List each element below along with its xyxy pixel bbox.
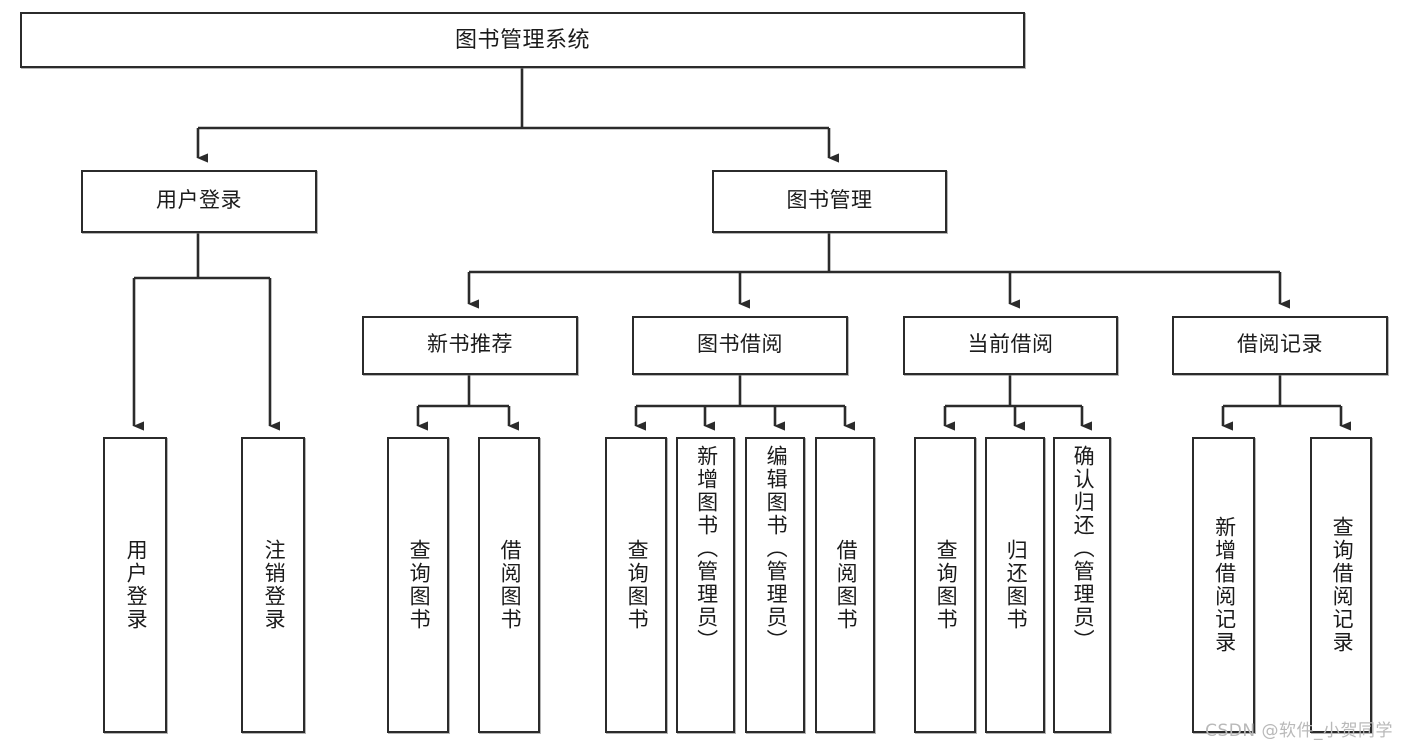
node-label: 新增图书（管理员） — [694, 445, 718, 652]
leaf-borrow-add-book-admin[interactable]: 新增图书（管理员） — [676, 437, 735, 733]
leaf-user-logout[interactable]: 注销登录 — [241, 437, 305, 733]
leaf-current-confirm-return-admin[interactable]: 确认归还（管理员） — [1053, 437, 1111, 733]
watermark-text: CSDN @软件_小贺同学 — [1205, 721, 1393, 741]
node-label: 查询图书 — [407, 539, 431, 631]
node-label: 查询图书 — [934, 539, 958, 631]
node-label: 用户登录 — [124, 539, 148, 631]
node-label: 借阅图书 — [498, 539, 522, 631]
node-label: 新书推荐 — [427, 333, 513, 357]
node-label: 图书借阅 — [697, 333, 783, 357]
leaf-current-query-book[interactable]: 查询图书 — [914, 437, 976, 733]
node-label: 借阅记录 — [1237, 333, 1323, 357]
node-label: 用户登录 — [156, 189, 242, 213]
leaf-recommend-query-book[interactable]: 查询图书 — [387, 437, 449, 733]
node-label: 编辑图书（管理员） — [764, 445, 788, 652]
node-user-login[interactable]: 用户登录 — [81, 170, 317, 233]
leaf-user-login[interactable]: 用户登录 — [103, 437, 167, 733]
leaf-borrow-borrow-book[interactable]: 借阅图书 — [815, 437, 875, 733]
node-label: 确认归还（管理员） — [1071, 445, 1095, 652]
leaf-current-return-book[interactable]: 归还图书 — [985, 437, 1045, 733]
leaf-borrow-edit-book-admin[interactable]: 编辑图书（管理员） — [745, 437, 805, 733]
leaf-borrow-query-book[interactable]: 查询图书 — [605, 437, 667, 733]
node-label: 当前借阅 — [967, 333, 1054, 357]
node-root-system[interactable]: 图书管理系统 — [20, 12, 1025, 68]
leaf-record-query-borrow-record[interactable]: 查询借阅记录 — [1310, 437, 1372, 733]
leaf-recommend-borrow-book[interactable]: 借阅图书 — [478, 437, 540, 733]
node-label: 查询图书 — [625, 539, 649, 631]
node-label: 图书管理系统 — [454, 27, 590, 53]
node-label: 注销登录 — [262, 539, 286, 631]
node-borrow-record[interactable]: 借阅记录 — [1172, 316, 1388, 375]
node-label: 图书管理 — [786, 189, 873, 213]
node-book-borrow[interactable]: 图书借阅 — [632, 316, 848, 375]
node-current-borrow[interactable]: 当前借阅 — [903, 316, 1118, 375]
node-label: 查询借阅记录 — [1330, 516, 1354, 654]
node-label: 借阅图书 — [834, 539, 858, 631]
node-label: 归还图书 — [1004, 539, 1028, 631]
node-new-book-recommend[interactable]: 新书推荐 — [362, 316, 578, 375]
node-label: 新增借阅记录 — [1212, 516, 1236, 654]
leaf-record-add-borrow-record[interactable]: 新增借阅记录 — [1192, 437, 1255, 733]
node-book-management[interactable]: 图书管理 — [712, 170, 947, 233]
